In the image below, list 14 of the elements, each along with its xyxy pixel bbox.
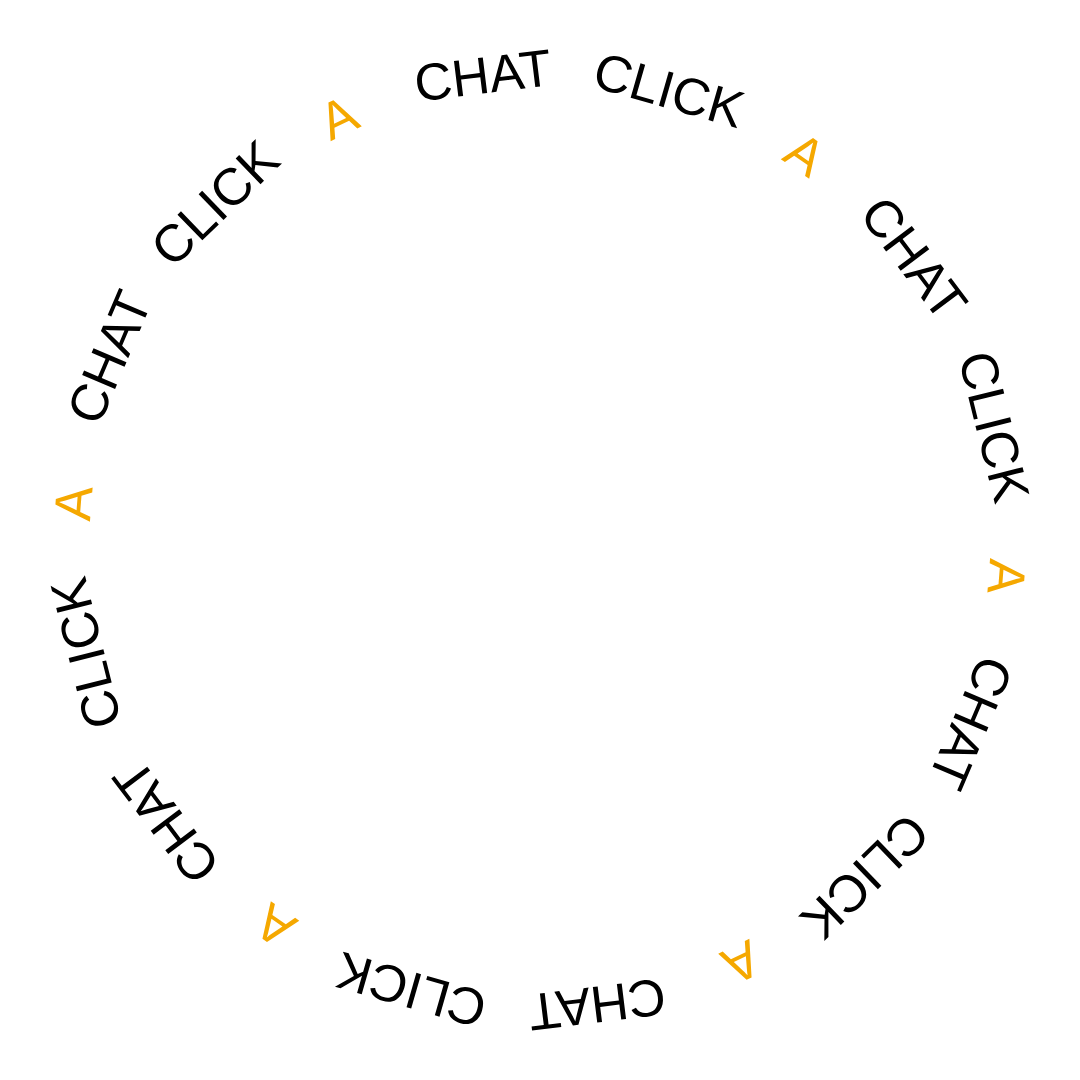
circular-text: CLICK <box>961 354 1030 505</box>
circular-text: A <box>55 487 93 522</box>
circular-text: CLICK <box>596 55 745 129</box>
circular-text: CLICK <box>50 575 119 726</box>
circular-text: CHAT <box>531 980 663 1031</box>
circular-text: A <box>987 558 1025 593</box>
circular-text: A <box>780 138 818 179</box>
circular-text: A <box>262 901 300 942</box>
circular-text: CHAT <box>932 660 1009 793</box>
circular-text: CHAT <box>71 287 148 420</box>
circular-text: A <box>718 938 752 980</box>
circular-text: CLICK <box>335 951 484 1025</box>
circular-text: A <box>328 100 362 142</box>
circular-text: CHAT <box>417 49 549 100</box>
